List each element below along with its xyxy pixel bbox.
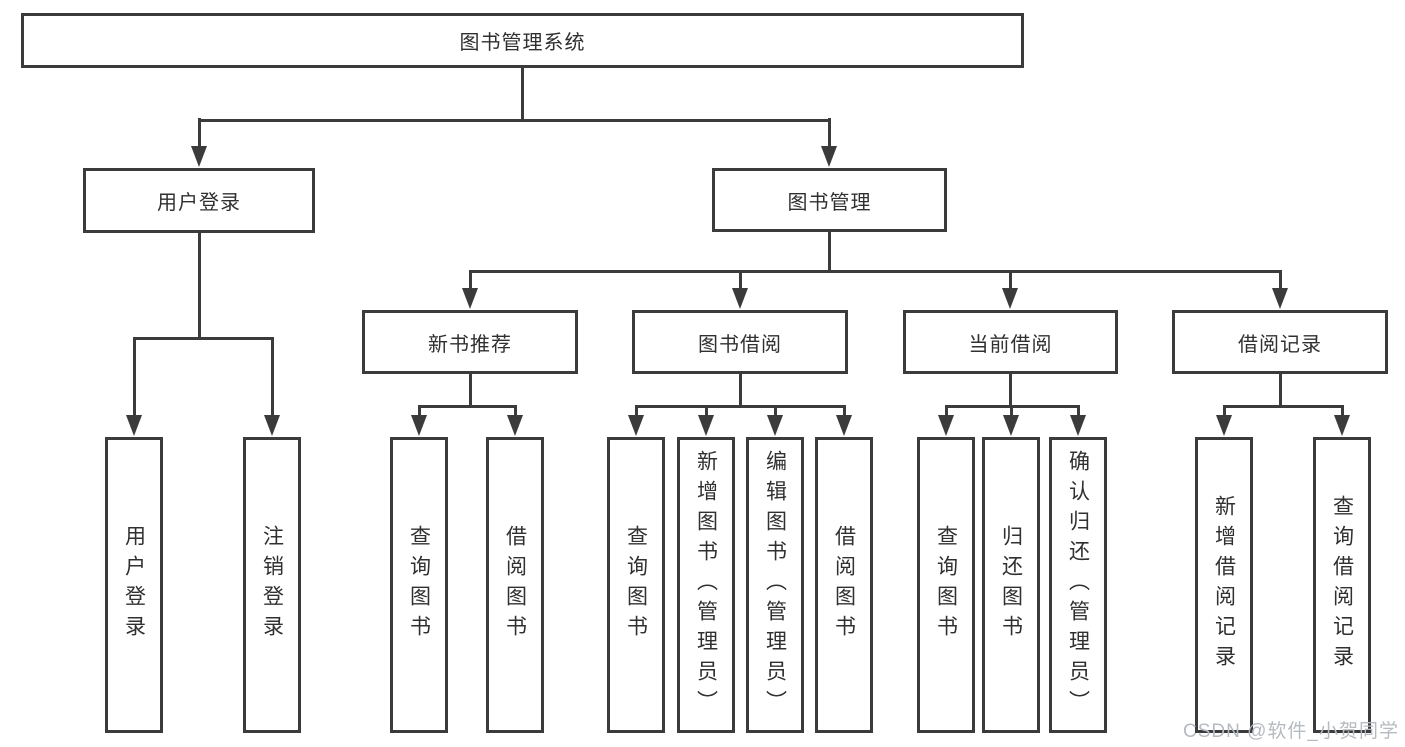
leaf-borrow-books: 借阅图书 [815, 437, 873, 733]
node-label: 新书推荐 [428, 333, 512, 356]
leaf-label: 查询图书 [934, 525, 958, 645]
connector-records-distributor [1222, 405, 1344, 408]
connector-drop-leaf-b2 [513, 405, 517, 418]
node-book-management: 图书管理 [712, 168, 947, 232]
leaf-label: 查询图书 [624, 525, 648, 645]
node-label: 图书借阅 [698, 333, 782, 356]
node-label: 用户登录 [157, 192, 241, 214]
arrowhead-leaf-c2 [698, 415, 714, 436]
connector-drop-newbook [468, 270, 472, 290]
connector-drop-leaf-c4 [842, 405, 846, 418]
connector-newbook-distributor [417, 405, 517, 408]
leaf-label: 查询借阅记录 [1330, 495, 1354, 675]
leaf-query-books-current: 查询图书 [917, 437, 975, 733]
leaf-label: 新增借阅记录 [1212, 495, 1236, 675]
connector-drop-leaf-c3 [773, 405, 777, 418]
arrowhead-leaf-b2 [507, 415, 523, 436]
leaf-add-book-admin: 新增图书（管理员） [677, 437, 735, 733]
arrowhead-records [1272, 288, 1288, 309]
connector-drop-leaf-c1 [634, 405, 638, 418]
connector-drop-user-login [197, 118, 201, 150]
arrowhead-leaf-logout [264, 415, 280, 436]
leaf-confirm-return-admin: 确认归还（管理员） [1049, 437, 1107, 733]
arrowhead-leaf-b1 [411, 415, 427, 436]
connector-drop-leaf-c2 [704, 405, 708, 418]
connector-borrow-trunk [738, 374, 742, 407]
arrowhead-leaf-d2 [1003, 415, 1019, 436]
connector-current-trunk [1008, 374, 1012, 407]
node-label: 图书管理系统 [459, 32, 586, 54]
csdn-watermark: CSDN @软件_小贺同学 [1183, 721, 1399, 742]
connector-book-mgmt-trunk [827, 232, 831, 272]
node-label: 图书管理 [787, 191, 872, 214]
connector-root-trunk [520, 68, 524, 121]
connector-user-login-distributor [132, 337, 274, 340]
node-root-library-system: 图书管理系统 [21, 13, 1024, 68]
arrowhead-newbook [462, 288, 478, 309]
leaf-label: 借阅图书 [503, 525, 527, 645]
leaf-label: 借阅图书 [832, 525, 856, 645]
leaf-label: 确认归还（管理员） [1066, 450, 1090, 720]
connector-drop-leaf-user-login [132, 337, 136, 417]
node-user-login: 用户登录 [83, 168, 315, 233]
connector-level1-distributor [197, 118, 831, 122]
connector-drop-book-mgmt [827, 118, 831, 150]
arrowhead-current [1002, 288, 1018, 309]
leaf-query-books-borrow: 查询图书 [607, 437, 665, 733]
node-current-borrow: 当前借阅 [903, 310, 1118, 374]
node-label: 当前借阅 [968, 333, 1053, 356]
leaf-label: 归还图书 [999, 525, 1023, 645]
connector-drop-leaf-d1 [944, 405, 948, 418]
node-borrow-records: 借阅记录 [1172, 310, 1388, 374]
connector-drop-current [1008, 270, 1012, 290]
leaf-query-books-recommend: 查询图书 [390, 437, 448, 733]
arrowhead-leaf-c1 [628, 415, 644, 436]
leaf-label: 注销登录 [260, 525, 284, 645]
arrowhead-leaf-user-login [126, 415, 142, 436]
node-book-borrow: 图书借阅 [632, 310, 848, 374]
connector-level2-distributor [468, 270, 1282, 273]
arrowhead-leaf-d3 [1070, 415, 1086, 436]
arrowhead-user-login [191, 146, 207, 167]
leaf-label: 新增图书（管理员） [694, 450, 718, 720]
connector-drop-records [1278, 270, 1282, 290]
leaf-query-borrow-record: 查询借阅记录 [1313, 437, 1371, 733]
connector-newbook-trunk [468, 374, 472, 407]
connector-drop-leaf-e1 [1222, 405, 1226, 418]
connector-records-trunk [1278, 374, 1282, 407]
connector-drop-leaf-b1 [417, 405, 421, 418]
node-label: 借阅记录 [1238, 333, 1322, 356]
arrowhead-leaf-c3 [767, 415, 783, 436]
connector-drop-leaf-e2 [1340, 405, 1344, 418]
arrowhead-leaf-e1 [1216, 415, 1232, 436]
leaf-label: 编辑图书（管理员） [763, 450, 787, 720]
leaf-label: 用户登录 [122, 525, 146, 645]
arrowhead-leaf-c4 [836, 415, 852, 436]
leaf-logout-login: 注销登录 [243, 437, 301, 733]
connector-user-login-trunk [197, 233, 201, 339]
arrowhead-leaf-e2 [1334, 415, 1350, 436]
leaf-return-books: 归还图书 [982, 437, 1040, 733]
leaf-user-login: 用户登录 [105, 437, 163, 733]
connector-drop-leaf-d3 [1076, 405, 1080, 418]
connector-drop-leaf-d2 [1009, 405, 1013, 418]
leaf-add-borrow-record: 新增借阅记录 [1195, 437, 1253, 733]
arrowhead-leaf-d1 [938, 415, 954, 436]
arrowhead-book-mgmt [821, 146, 837, 167]
leaf-label: 查询图书 [407, 525, 431, 645]
arrowhead-borrow [732, 288, 748, 309]
connector-drop-borrow [738, 270, 742, 290]
node-new-book-recommend: 新书推荐 [362, 310, 578, 374]
connector-borrow-distributor [634, 405, 846, 408]
leaf-edit-book-admin: 编辑图书（管理员） [746, 437, 804, 733]
connector-drop-leaf-logout [270, 337, 274, 417]
leaf-borrow-books-recommend: 借阅图书 [486, 437, 544, 733]
